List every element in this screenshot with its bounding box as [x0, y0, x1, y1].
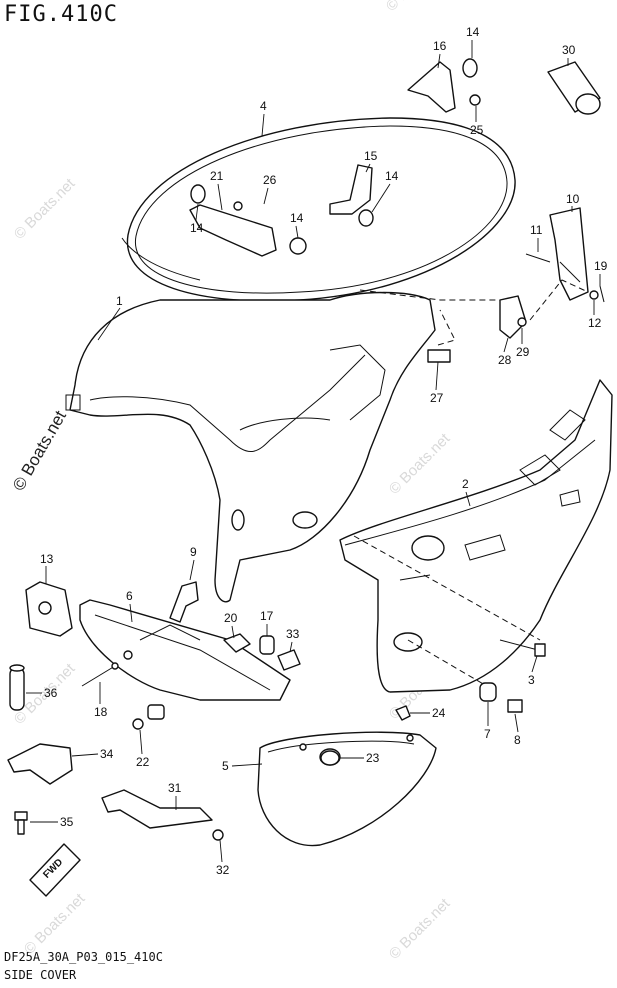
watermark: © Boats.net	[11, 175, 79, 243]
callout-29: 29	[516, 345, 530, 359]
bracket-assembly	[79, 599, 291, 701]
figure-code: DF25A_30A_P03_015_410C	[4, 950, 163, 964]
callout-33: 33	[286, 627, 300, 641]
callout-14: 14	[190, 221, 204, 235]
callout-13: 13	[40, 552, 54, 566]
callout-2: 2	[462, 477, 469, 491]
callout-21: 21	[210, 169, 224, 183]
seal-gasket	[121, 117, 516, 302]
callout-26: 26	[263, 173, 277, 187]
watermark: © Boats.net	[386, 430, 454, 498]
callout-14: 14	[290, 211, 304, 225]
callout-5: 5	[222, 759, 229, 773]
callout-27: 27	[430, 391, 444, 405]
callout-11: 11	[530, 223, 543, 237]
callout-28: 28	[498, 353, 512, 367]
callout-24: 24	[432, 706, 446, 720]
callout-34: 34	[100, 747, 114, 761]
callout-25: 25	[470, 123, 484, 137]
callout-18: 18	[94, 705, 108, 719]
callout-30: 30	[562, 43, 576, 57]
callout-32: 32	[216, 863, 230, 877]
callout-7: 7	[484, 727, 491, 741]
watermark-main: © Boats.net	[9, 407, 70, 494]
callout-31: 31	[168, 781, 182, 795]
callout-15: 15	[364, 149, 378, 163]
callout-10: 10	[566, 192, 580, 206]
assembly-lines	[353, 279, 589, 686]
side-cover-lower	[339, 379, 613, 693]
watermark: © Boats.net	[386, 895, 454, 963]
callout-12: 12	[588, 316, 602, 330]
under-cover	[257, 731, 437, 847]
callout-16: 16	[433, 39, 447, 53]
callout-14: 14	[385, 169, 399, 183]
callout-9: 9	[190, 545, 197, 559]
figure-title: FIG.410C	[4, 2, 118, 27]
callout-3: 3	[528, 673, 535, 687]
callout-20: 20	[224, 611, 238, 625]
watermark: © Boats.net	[383, 0, 451, 15]
callout-36: 36	[44, 686, 58, 700]
callout-17: 17	[260, 609, 274, 623]
callout-layer: 1 2 3 4 5 6 7 8 9 10 11 12 13 1	[26, 25, 608, 881]
callout-1: 1	[116, 294, 123, 308]
small-parts	[7, 58, 605, 897]
callout-35: 35	[60, 815, 74, 829]
callout-4: 4	[260, 99, 267, 113]
figure-name: SIDE COVER	[4, 968, 77, 982]
watermark: © Boats.net	[9, 407, 70, 494]
callout-22: 22	[136, 755, 150, 769]
watermark: © Boats.net	[21, 890, 89, 958]
callout-19: 19	[594, 259, 608, 273]
callout-8: 8	[514, 733, 521, 747]
side-cover-upper	[65, 291, 436, 603]
callout-23: 23	[366, 751, 380, 765]
callout-6: 6	[126, 589, 133, 603]
callout-14: 14	[466, 25, 480, 39]
